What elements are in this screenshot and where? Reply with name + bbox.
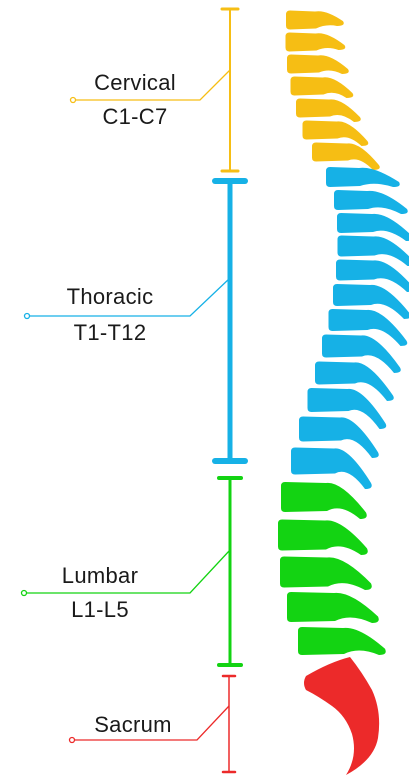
lumbar-vertebra-20 — [281, 482, 367, 519]
cervical-vertebra-3 — [287, 55, 349, 75]
lumbar-vertebra-24 — [298, 627, 386, 655]
sacrum-shape — [304, 657, 379, 775]
thoracic-vertebra-9 — [334, 190, 408, 214]
label-sacrum: Sacrum — [78, 712, 188, 738]
label-lumbar: Lumbar L1-L5 — [45, 563, 155, 623]
label-lumbar-range: L1-L5 — [45, 597, 155, 623]
label-thoracic-name: Thoracic — [50, 284, 170, 310]
label-cervical: Cervical C1-C7 — [80, 70, 190, 130]
lumbar-leader-dot — [22, 591, 27, 596]
lumbar-vertebra-23 — [287, 592, 379, 623]
lumbar-vertebra-21 — [278, 520, 368, 556]
cervical-vertebra-6 — [303, 121, 369, 147]
spine-vertebrae — [278, 11, 409, 656]
label-thoracic-range: T1-T12 — [50, 320, 170, 346]
cervical-vertebra-2 — [286, 33, 346, 52]
cervical-vertebra-5 — [296, 99, 361, 123]
cervical-vertebra-7 — [312, 143, 380, 171]
label-thoracic: Thoracic T1-T12 — [50, 284, 170, 346]
label-leader-lines — [22, 70, 231, 743]
label-lumbar-name: Lumbar — [45, 563, 155, 589]
thoracic-vertebra-8 — [326, 167, 400, 187]
cervical-leader-dot — [71, 98, 76, 103]
sacrum-bone — [304, 657, 379, 775]
cervical-vertebra-1 — [286, 11, 344, 30]
region-brackets — [215, 9, 245, 772]
cervical-vertebra-4 — [291, 77, 354, 99]
thoracic-leader-dot — [25, 314, 30, 319]
label-cervical-range: C1-C7 — [80, 104, 190, 130]
label-cervical-name: Cervical — [80, 70, 190, 96]
lumbar-vertebra-22 — [280, 557, 372, 591]
label-sacrum-name: Sacrum — [78, 712, 188, 738]
sacrum-leader-dot — [70, 738, 75, 743]
